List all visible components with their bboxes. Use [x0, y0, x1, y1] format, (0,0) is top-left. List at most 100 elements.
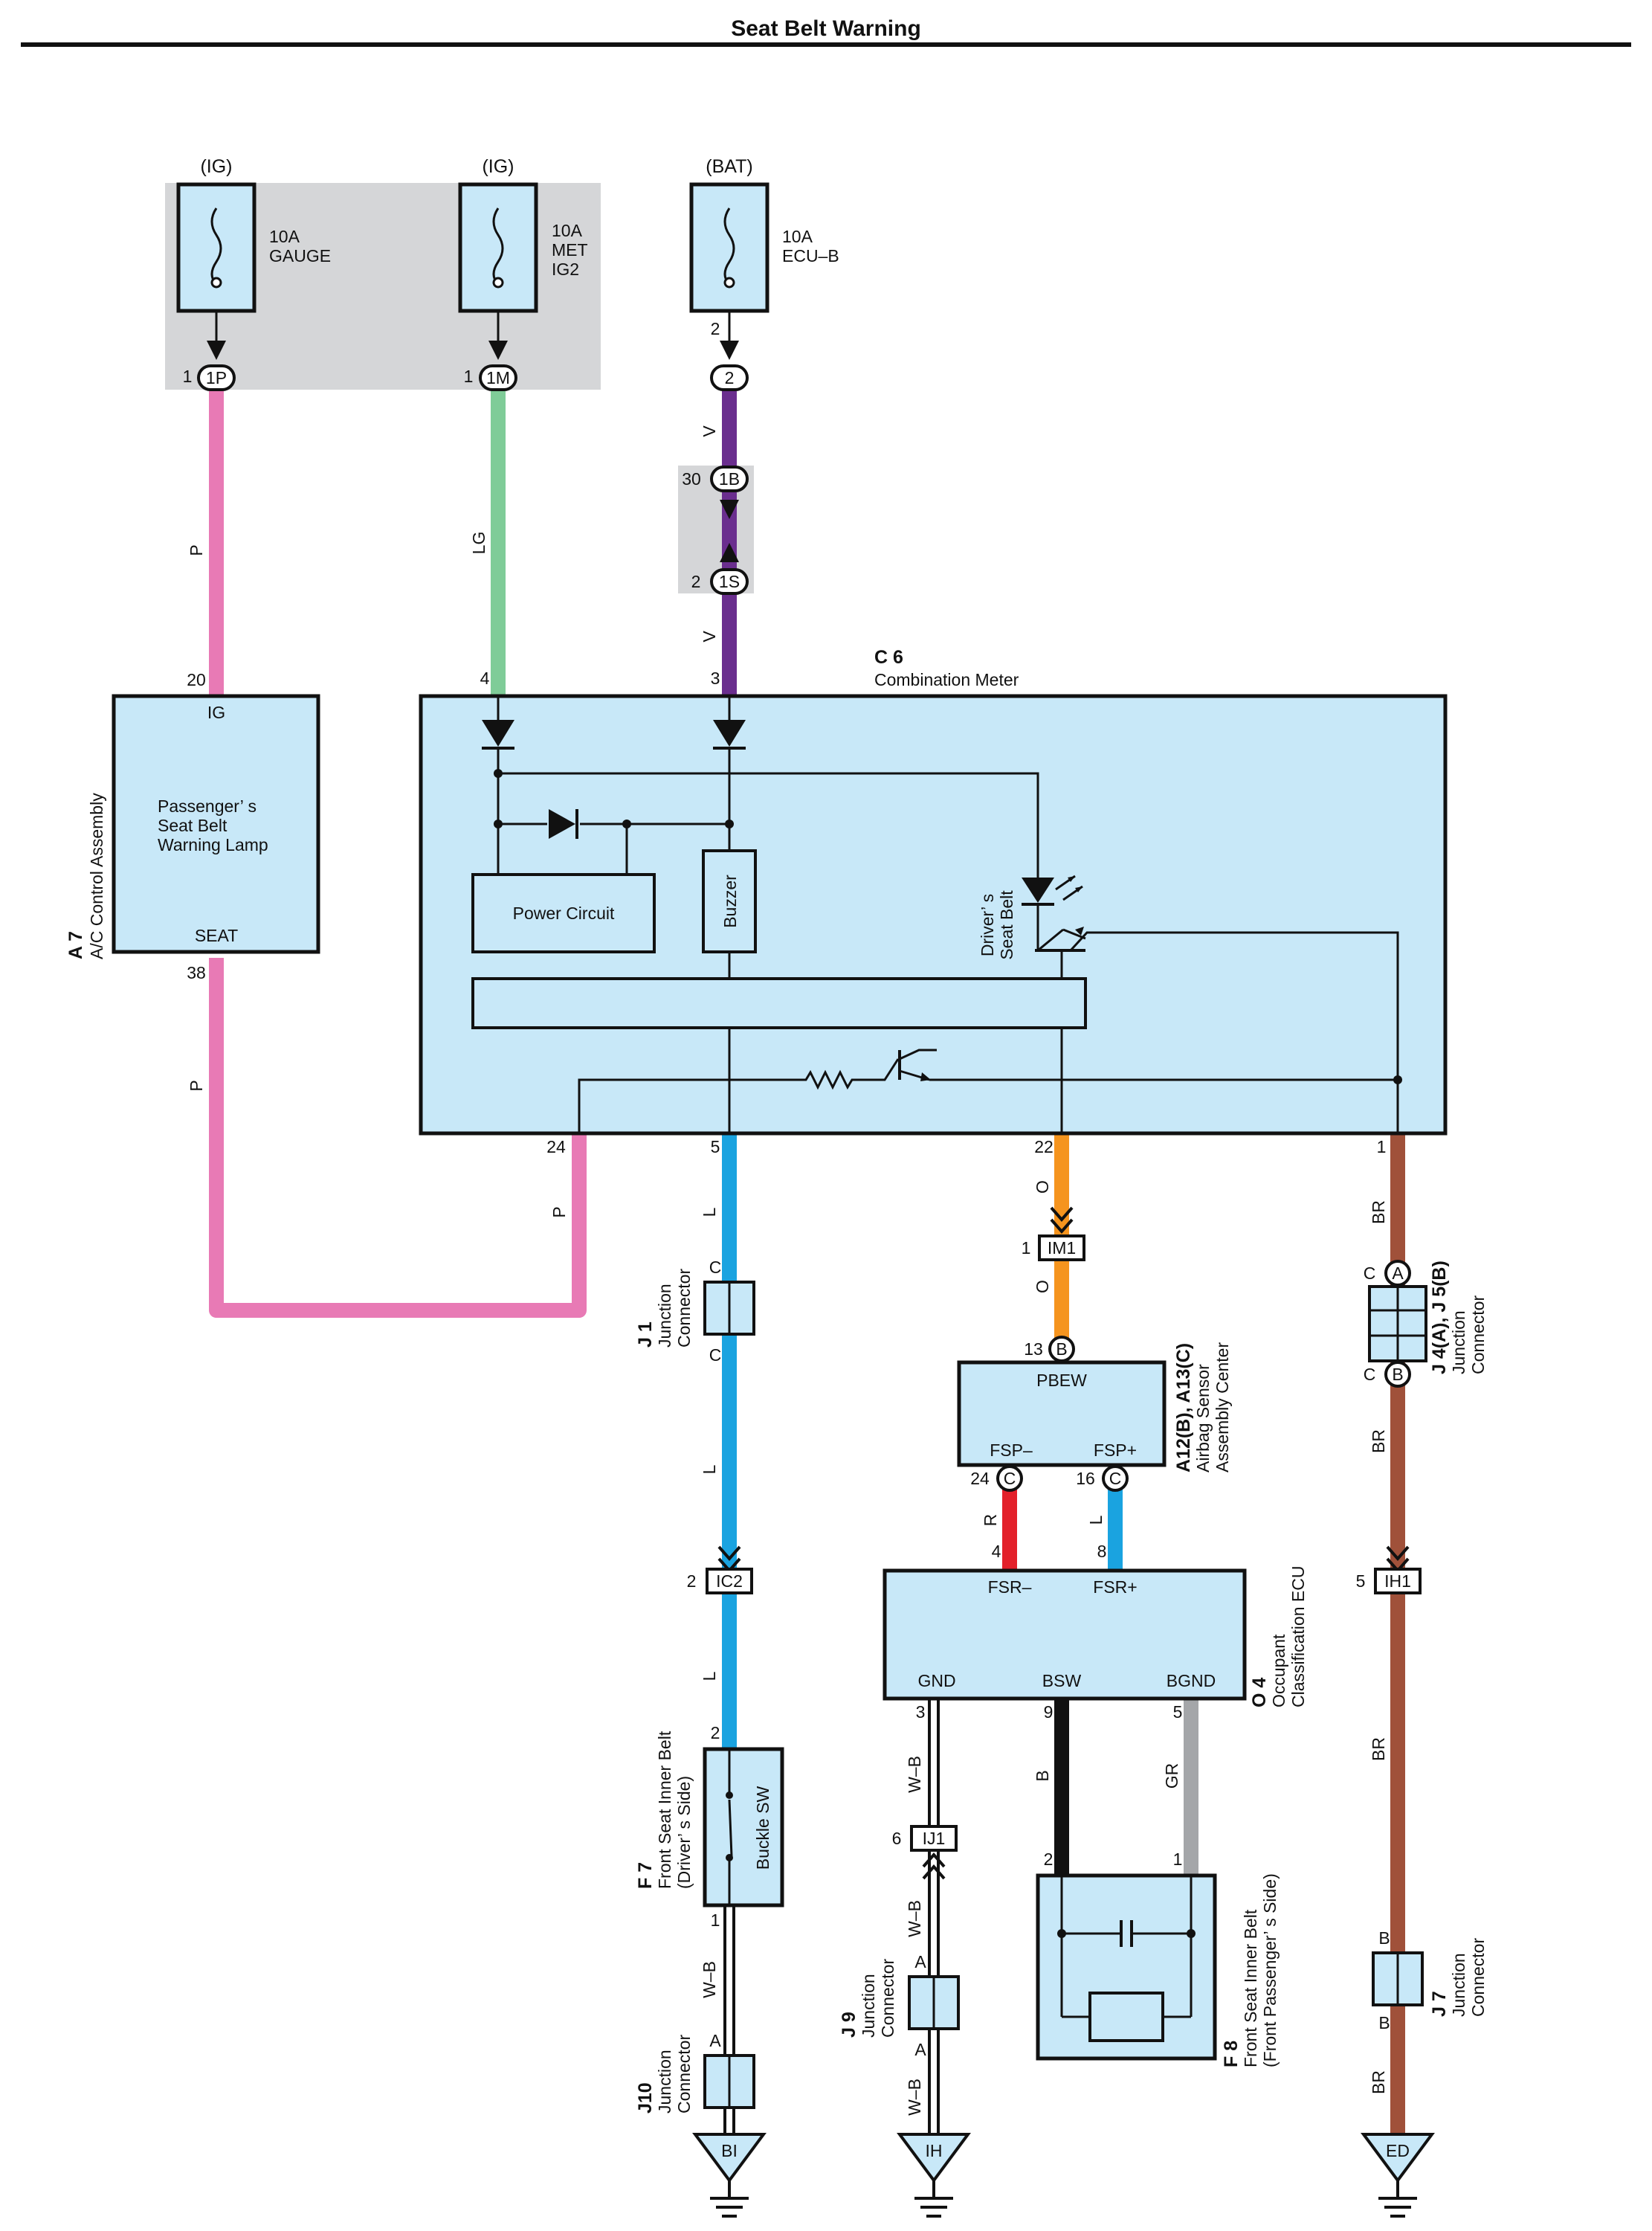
f7-name2: (Driver’ s Side)	[674, 1776, 694, 1889]
c6-node-2	[494, 820, 503, 828]
c6-diode-ig-icon	[482, 720, 514, 747]
a12-connector-b-label: B	[1056, 1339, 1067, 1359]
a12-name2: Assembly Center	[1213, 1342, 1232, 1472]
c6-driver-label-2: Seat Belt	[997, 890, 1016, 960]
c6-power-circuit	[471, 873, 656, 953]
ic2-pin: 2	[687, 1571, 697, 1591]
a12-connector-c-1-label: C	[1004, 1469, 1016, 1488]
f7-switch-node-1	[726, 1791, 733, 1799]
a12-pin-13: 13	[1024, 1339, 1043, 1359]
wire-label-r: R	[981, 1514, 1000, 1527]
wire-label-br-4: BR	[1369, 2070, 1388, 2094]
ij1-arrow-icon	[922, 1852, 946, 1880]
im1-arrow-icon	[1050, 1206, 1074, 1234]
j4-name2: Connector	[1468, 1295, 1488, 1374]
c6-driver-label-1: Driver’ s	[978, 894, 997, 956]
fuse-gauge	[176, 182, 256, 313]
f7-buckle-sw-label: Buckle SW	[753, 1786, 772, 1870]
wire-label-gr: GR	[1162, 1763, 1181, 1789]
o4-pin-5: 5	[1173, 1702, 1183, 1722]
wire-label-br-2: BR	[1369, 1429, 1388, 1453]
connector-ij1	[910, 1825, 958, 1852]
fuse-gauge-rating: 10A	[269, 227, 300, 246]
fuse-gauge-name: GAUGE	[269, 246, 331, 265]
fuse-met-pin: 1	[464, 367, 474, 386]
f8-sensor-element	[1088, 1992, 1164, 2042]
connector-ih1-label: IH1	[1384, 1571, 1411, 1591]
f8-name2: (Front Passenger’ s Side)	[1260, 1873, 1280, 2067]
ground-ih: IH	[897, 2133, 971, 2218]
c6-internal-circuit: Power Circuit Buzzer Driver’ s Seat Belt	[471, 696, 1402, 1133]
ground-ed: ED	[1361, 2133, 1435, 2218]
a12-pin-16: 16	[1076, 1469, 1095, 1488]
ground-ih-symbol-icon	[914, 2180, 953, 2218]
fuse-ecu-name: ECU–B	[782, 246, 839, 265]
fuse-met-element-icon	[492, 207, 504, 286]
f7-id: F 7	[635, 1862, 656, 1889]
j4-grid	[1369, 1287, 1426, 1361]
connector-1b-label: 1B	[719, 469, 740, 489]
wire-label-l-1: L	[700, 1207, 719, 1217]
c6-combination-meter	[419, 694, 1448, 1136]
o4-name1: Occupant	[1269, 1634, 1288, 1707]
im1-pin: 1	[1022, 1238, 1031, 1258]
a7-lamp-line2: Seat Belt	[158, 816, 228, 835]
wire-label-o-1: O	[1033, 1180, 1052, 1194]
fuse-met-rating: 10A	[552, 221, 583, 240]
c6-name: Combination Meter	[874, 670, 1019, 689]
a12-id: A12(B), A13(C)	[1173, 1343, 1194, 1472]
fuse-met	[458, 182, 538, 313]
connector-im1-label: IM1	[1048, 1238, 1076, 1258]
f7-name1: Front Seat Inner Belt	[655, 1731, 674, 1889]
connector-2-label: 2	[725, 368, 735, 387]
wire-pink-a7-seat	[209, 958, 587, 1318]
c6-node-1	[494, 769, 503, 778]
connector-1m-label: 1M	[486, 368, 510, 387]
ground-bi: BI	[692, 2133, 767, 2218]
o4-bsw: BSW	[1042, 1671, 1082, 1690]
f8-front-seat-inner-belt-passenger	[1036, 1873, 1217, 2061]
a7-lamp-line1: Passenger’ s	[158, 796, 256, 816]
a7-id: A 7	[65, 931, 86, 959]
j7-b-bottom: B	[1378, 2013, 1390, 2032]
j10-name2: Connector	[674, 2035, 694, 2114]
c6-diode-mid-icon	[549, 809, 575, 839]
a12-pin-24: 24	[970, 1469, 990, 1488]
c6-tr2-arrow-icon	[920, 1072, 931, 1081]
f8-id: F 8	[1221, 2041, 1242, 2067]
a7-label-seat: SEAT	[195, 926, 238, 945]
connector-ic2	[706, 1568, 753, 1594]
a7-label-ig: IG	[207, 703, 225, 722]
fuse-gauge-element-icon	[210, 207, 222, 286]
j9-a-bottom: A	[914, 2040, 926, 2059]
c6-pin-1: 1	[1377, 1137, 1387, 1156]
c6-resistor-icon	[578, 1058, 900, 1133]
a7-ac-control-assembly	[112, 694, 320, 954]
wire-label-l-2: L	[700, 1464, 719, 1474]
f8-pin-2: 2	[1044, 1849, 1054, 1869]
c6-buzzer-label: Buzzer	[720, 875, 740, 928]
f8-pin-1: 1	[1173, 1849, 1183, 1869]
j10-id: J10	[635, 2082, 656, 2114]
a12-connector-c-2-label: C	[1109, 1469, 1122, 1488]
a7-lamp-line3: Warning Lamp	[158, 835, 268, 854]
page-title: Seat Belt Warning	[731, 16, 921, 41]
fuse-ecu-arrow-icon	[720, 341, 739, 360]
fuse-met-name2: IG2	[552, 260, 579, 279]
ground-bi-symbol-icon	[710, 2180, 749, 2218]
c6-diode-bat-icon	[713, 720, 746, 747]
o4-pin-3: 3	[916, 1702, 926, 1722]
c6-driver-led-icon	[1022, 878, 1054, 903]
j5-connector-b-label: B	[1392, 1365, 1403, 1384]
j1-name2: Connector	[674, 1269, 694, 1348]
f8-name1: Front Seat Inner Belt	[1241, 1909, 1260, 2067]
wire-label-wb-1: W–B	[905, 1756, 924, 1793]
wire-label-p-3: P	[549, 1206, 569, 1217]
wire-label-l-3: L	[700, 1671, 719, 1681]
a12-fsp-minus: FSP–	[990, 1440, 1033, 1460]
connector-1s-pin: 2	[691, 572, 701, 591]
c6-logic-block	[471, 977, 1087, 1029]
o4-fsr-minus: FSR–	[988, 1577, 1032, 1597]
j1-name1: Junction	[655, 1284, 674, 1348]
junction-1b-arrow-icon	[720, 500, 739, 519]
